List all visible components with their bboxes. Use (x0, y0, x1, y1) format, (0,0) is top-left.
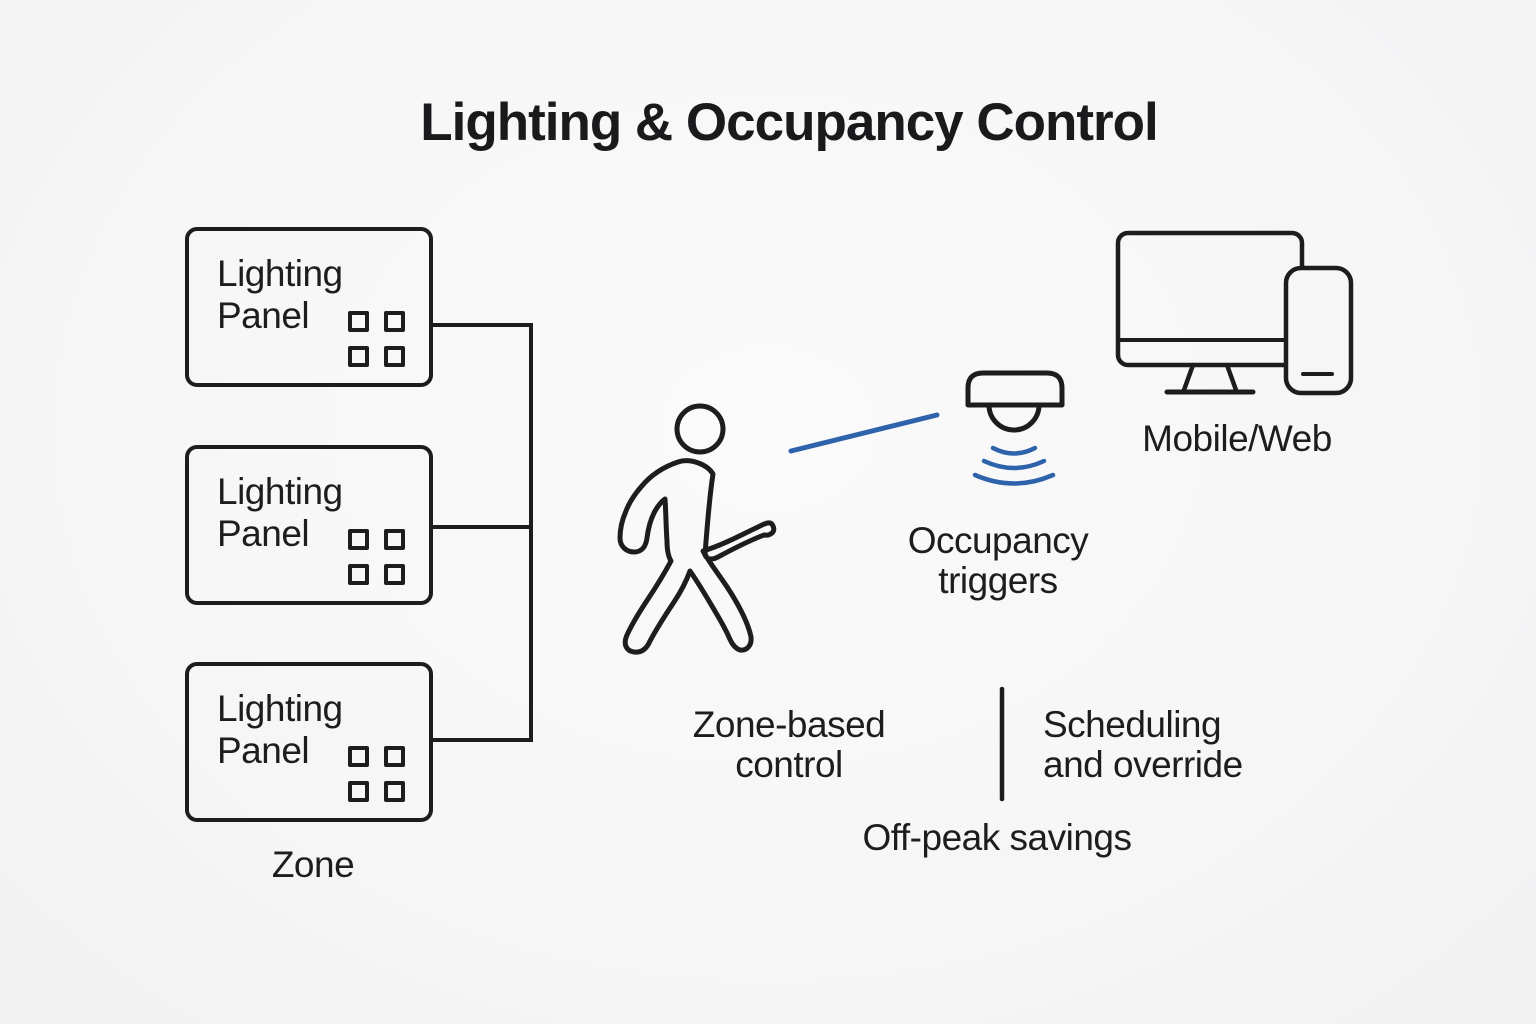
zone-label: Zone (271, 844, 355, 885)
lighting-panel-label: Lighting Panel (217, 253, 343, 336)
person-head (674, 403, 726, 455)
mobile-web-label: Mobile/Web (1142, 418, 1332, 459)
indicator-square (348, 529, 369, 550)
sensor-dome (986, 402, 1042, 433)
indicator-square (348, 311, 369, 332)
occupancy-sensor-icon (965, 370, 1065, 433)
lighting-panel-2: Lighting Panel (185, 445, 433, 605)
person-body (617, 458, 777, 655)
lighting-panel-3: Lighting Panel (185, 662, 433, 822)
walking-person-icon (617, 403, 777, 655)
page-title: Lighting & Occupancy Control (420, 93, 1159, 152)
lighting-panel-label: Lighting Panel (217, 471, 343, 554)
occupancy-triggers-label: Occupancy triggers (907, 520, 1089, 601)
indicator-square (384, 311, 405, 332)
zone-based-control-label: Zone-based control (692, 704, 886, 785)
lighting-panel-label: Lighting Panel (217, 688, 343, 771)
sensor-housing (965, 370, 1065, 408)
signal-waves-icon (972, 445, 1056, 486)
scheduling-override-label: Scheduling and override (1043, 704, 1243, 785)
zone-bus-connector (433, 323, 533, 742)
indicator-square (348, 564, 369, 585)
indicator-square (384, 781, 405, 802)
monitor-icon (1115, 230, 1305, 395)
indicator-square (348, 781, 369, 802)
lighting-panel-1: Lighting Panel (185, 227, 433, 387)
off-peak-savings-label: Off-peak savings (862, 817, 1132, 858)
panel-indicator-squares-icon (348, 529, 405, 585)
panel-indicator-squares-icon (348, 311, 405, 367)
indicator-square (384, 564, 405, 585)
indicator-square (348, 746, 369, 767)
smartphone-icon (1283, 265, 1354, 396)
motion-line (788, 412, 940, 454)
indicator-square (384, 346, 405, 367)
indicator-square (384, 529, 405, 550)
indicator-square (348, 346, 369, 367)
indicator-square (384, 746, 405, 767)
panel-indicator-squares-icon (348, 746, 405, 802)
